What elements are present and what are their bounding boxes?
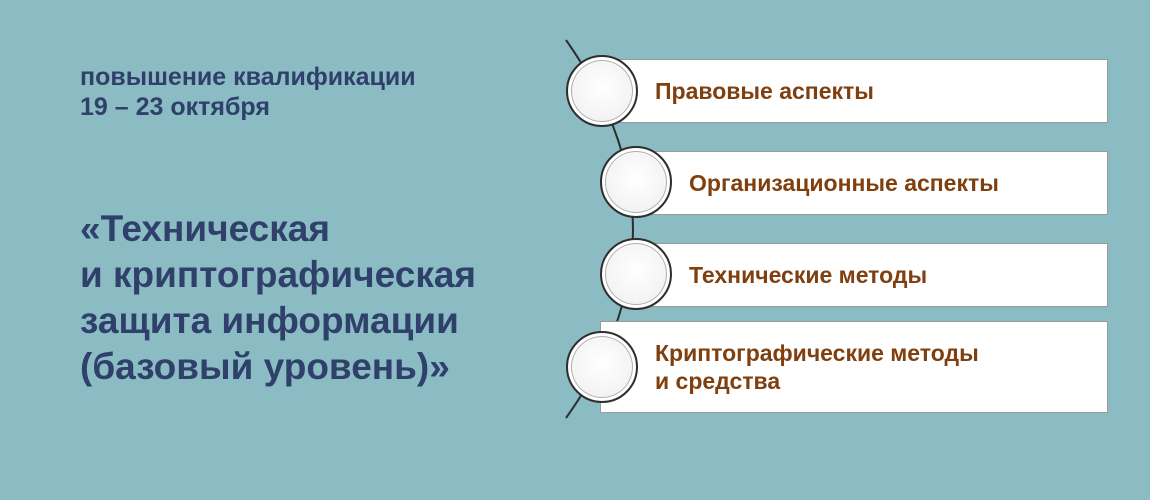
title-line-1: «Техническая xyxy=(80,208,330,249)
step-label: Организационные аспекты xyxy=(689,170,999,196)
step-box-3: Технические методы xyxy=(636,243,1108,307)
step-circle-3 xyxy=(600,238,672,310)
step-circle-1 xyxy=(566,55,638,127)
course-subtitle: повышение квалификации 19 – 23 октября xyxy=(80,62,416,122)
subtitle-line: повышение квалификации xyxy=(80,63,416,91)
step-box-1: Правовые аспекты xyxy=(600,59,1108,123)
step-box-2: Организационные аспекты xyxy=(636,151,1108,215)
step-box-4: Криптографические методы и средства xyxy=(600,321,1108,413)
step-label-line-2: и средства xyxy=(655,368,781,394)
step-label-line-1: Криптографические методы xyxy=(655,340,979,366)
step-circle-2 xyxy=(600,146,672,218)
step-label: Правовые аспекты xyxy=(655,78,874,104)
title-line-4: (базовый уровень)» xyxy=(80,346,450,387)
title-line-3: защита информации xyxy=(80,300,459,341)
subtitle-date: 19 – 23 октября xyxy=(80,93,270,121)
course-title: «Техническая и криптографическая защита … xyxy=(80,206,476,390)
title-line-2: и криптографическая xyxy=(80,254,477,295)
step-label: Технические методы xyxy=(689,262,928,288)
step-circle-4 xyxy=(566,331,638,403)
